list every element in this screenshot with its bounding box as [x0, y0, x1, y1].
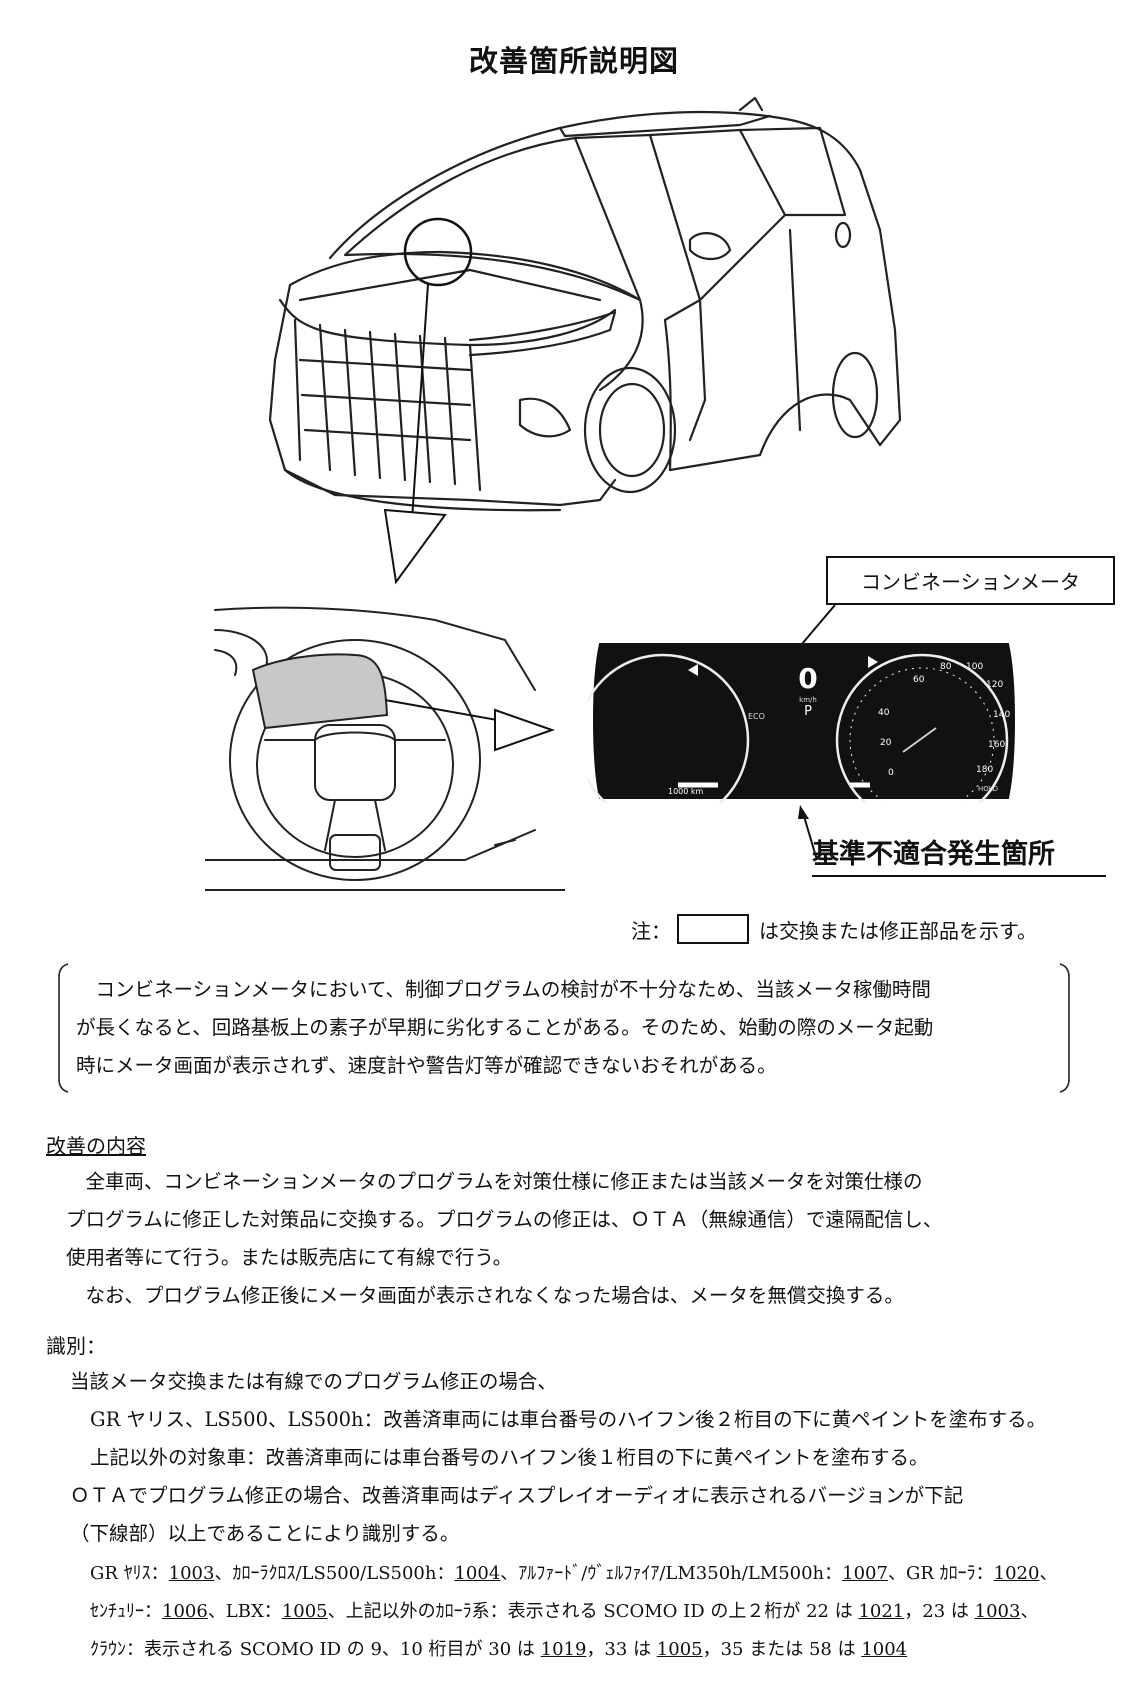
- improvement-line: プログラムに修正した対策品に交換する。プログラムの修正は、ＯＴＡ（無線通信）で遠…: [66, 1208, 943, 1231]
- version-number: 1003: [974, 1601, 1021, 1622]
- identification-line: 上記以外の対象車：改善済車両には車台番号のハイフン後１桁目の下に黄ペイントを塗布…: [90, 1446, 929, 1469]
- version-number: 1020: [993, 1563, 1040, 1584]
- version-line-2: ｾﾝﾁｭﾘｰ：1006、LBX：1005、上記以外のｶﾛｰﾗ系：表示される SC…: [90, 1594, 1038, 1629]
- odometer: 1000 km: [668, 787, 704, 796]
- version-text: 、上記以外のｶﾛｰﾗ系：表示される SCOMO ID の上２桁が 22 は: [327, 1601, 859, 1622]
- improvement-heading: 改善の内容: [46, 1134, 146, 1158]
- version-text: ，35 または 58 は: [702, 1639, 862, 1660]
- identification-line: （下線部）以上であることにより識別する。: [70, 1522, 460, 1545]
- version-line-3: ｸﾗｳﾝ：表示される SCOMO ID の 9、10 桁目が 30 は 1019…: [90, 1632, 907, 1667]
- identification-line: ＯＴＡでプログラム修正の場合、改善済車両はディスプレイオーディオに表示されるバー…: [70, 1484, 964, 1507]
- note-suffix: は交換または修正部品を示す。: [759, 918, 1037, 943]
- gear-indicator: P: [804, 704, 812, 719]
- identification-line: GR ヤリス、LS500、LS500h：改善済車両には車台番号のハイフン後２桁目…: [90, 1408, 1047, 1431]
- meter-label: コンビネーションメータ: [826, 556, 1115, 605]
- hold-indicator: HOLD: [978, 785, 999, 793]
- version-number: 1021: [858, 1601, 905, 1622]
- speedo-tick: 160: [988, 740, 1006, 750]
- speed-unit: km/h: [799, 696, 817, 704]
- version-text: ，33 は: [586, 1639, 657, 1660]
- page-title: 改善箇所説明図: [468, 44, 679, 78]
- version-text: 、ｱﾙﾌｧｰﾄﾞ/ｳﾞｪﾙﾌｧｲｱ/LM350h/LM500h：: [500, 1563, 843, 1584]
- identification-heading: 識別：: [46, 1334, 106, 1358]
- version-number: 1007: [842, 1563, 888, 1584]
- speedo-tick: 180: [976, 765, 994, 775]
- description-box: コンビネーションメータにおいて、制御プログラムの検討が不十分なため、当該メータ稼…: [58, 963, 1070, 1093]
- description-line: が長くなると、回路基板上の素子が早期に劣化することがある。そのため、始動の際のメ…: [76, 1016, 934, 1039]
- power-tick: 20: [880, 738, 892, 748]
- improvement-body: 全車両、コンビネーションメータのプログラムを対策仕様に修正または当該メータを対策…: [66, 1163, 1126, 1315]
- version-text: 、ｶﾛｰﾗｸﾛｽ/LS500/LS500h：: [214, 1563, 455, 1584]
- version-text: 、GR ｶﾛｰﾗ：: [887, 1563, 994, 1584]
- power-tick: 40: [878, 708, 890, 718]
- identification-line: 当該メータ交換または有線でのプログラム修正の場合、: [70, 1370, 557, 1393]
- version-number: 1004: [454, 1563, 501, 1584]
- version-text: 、: [1039, 1563, 1058, 1584]
- version-text: ｾﾝﾁｭﾘｰ：: [90, 1601, 162, 1622]
- combination-meter: 0 km/h P ECO 1000 km HOLD 60 80 100 120 …: [588, 640, 1020, 803]
- version-text: 、LBX：: [207, 1601, 282, 1622]
- speedo-tick: 120: [986, 680, 1004, 690]
- description-line: 時にメータ画面が表示されず、速度計や警告灯等が確認できないおそれがある。: [76, 1054, 777, 1077]
- version-number: 1005: [281, 1601, 328, 1622]
- arrow-icon: [494, 708, 556, 752]
- version-text: GR ﾔﾘｽ：: [90, 1563, 169, 1584]
- legend-note: 注： は交換または修正部品を示す。: [631, 914, 1037, 944]
- version-line-1: GR ﾔﾘｽ：1003、ｶﾛｰﾗｸﾛｽ/LS500/LS500h：1004、ｱﾙ…: [90, 1556, 1057, 1591]
- version-text: ，23 は: [904, 1601, 975, 1622]
- speedo-tick: 60: [913, 675, 925, 685]
- steering-wheel-illustration: [205, 606, 565, 891]
- legend-box: [677, 914, 749, 944]
- version-number: 1019: [540, 1639, 587, 1660]
- note-prefix: 注：: [631, 918, 671, 943]
- speedo-tick: 140: [993, 710, 1011, 720]
- speed-readout: 0: [798, 662, 818, 695]
- version-number: 1005: [656, 1639, 703, 1660]
- power-tick: 0: [888, 768, 894, 778]
- version-number: 1006: [162, 1601, 208, 1622]
- improvement-line: 全車両、コンビネーションメータのプログラムを対策仕様に修正または当該メータを対策…: [66, 1170, 923, 1193]
- improvement-line: なお、プログラム修正後にメータ画面が表示されなくなった場合は、メータを無償交換す…: [66, 1284, 904, 1307]
- speedo-tick: 100: [966, 662, 984, 672]
- version-text: 、: [1020, 1601, 1039, 1622]
- defect-location-label: 基準不適合発生箇所: [812, 832, 1106, 877]
- pointer-line: [798, 805, 818, 861]
- version-text: ｸﾗｳﾝ：表示される SCOMO ID の 9、10 桁目が 30 は: [90, 1639, 541, 1660]
- speedo-tick: 80: [940, 662, 952, 672]
- description-line: コンビネーションメータにおいて、制御プログラムの検討が不十分なため、当該メータ稼…: [76, 978, 931, 1001]
- version-number: 1003: [168, 1563, 215, 1584]
- version-number: 1004: [861, 1639, 908, 1660]
- improvement-line: 使用者等にて行う。または販売店にて有線で行う。: [66, 1246, 513, 1269]
- eco-indicator: ECO: [748, 712, 765, 721]
